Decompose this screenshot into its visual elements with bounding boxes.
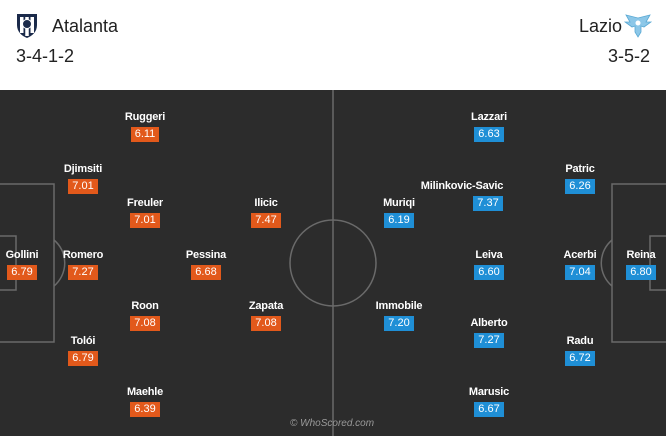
- pitch-markings: [0, 90, 666, 436]
- player-name: Acerbi: [563, 249, 597, 261]
- player-name: Gollini: [5, 249, 39, 261]
- player-name: Ilicic: [254, 197, 278, 209]
- rating-badge: 6.68: [191, 265, 221, 280]
- player-away-marusic[interactable]: Marusic 6.67: [449, 385, 529, 417]
- player-name: Ruggeri: [124, 111, 166, 123]
- rating-badge: 7.47: [251, 213, 281, 228]
- rating-badge: 6.79: [68, 351, 98, 366]
- rating-badge: 7.37: [473, 196, 503, 211]
- rating-badge: 6.79: [7, 265, 37, 280]
- player-home-roon[interactable]: Roon 7.08: [105, 299, 185, 331]
- player-home-pessina[interactable]: Pessina 6.68: [166, 248, 246, 280]
- rating-badge: 6.80: [626, 265, 656, 280]
- home-formation: 3-4-1-2: [16, 46, 75, 66]
- player-name: Leiva: [475, 249, 503, 261]
- atalanta-crest-icon: [17, 14, 37, 38]
- player-away-acerbi[interactable]: Acerbi 7.04: [540, 248, 620, 280]
- rating-badge: 6.72: [565, 351, 595, 366]
- player-home-ruggeri[interactable]: Ruggeri 6.11: [105, 110, 185, 142]
- player-name: Radu: [566, 335, 594, 347]
- rating-badge: 7.01: [68, 179, 98, 194]
- player-name: Romero: [62, 249, 104, 261]
- player-name: Roon: [131, 300, 159, 312]
- player-away-leiva[interactable]: Leiva 6.60: [449, 248, 529, 280]
- rating-badge: 7.27: [474, 333, 504, 348]
- rating-badge: 7.01: [130, 213, 160, 228]
- rating-badge: 7.08: [130, 316, 160, 331]
- player-name: Alberto: [470, 317, 508, 329]
- rating-badge: 7.20: [384, 316, 414, 331]
- lazio-eagle-crest-icon: [624, 14, 652, 38]
- rating-badge: 6.26: [565, 179, 595, 194]
- player-name: Lazzari: [471, 111, 507, 123]
- player-name: Freuler: [127, 197, 163, 209]
- player-name: Immobile: [375, 300, 423, 312]
- player-away-reina[interactable]: Reina 6.80: [601, 248, 666, 280]
- player-away-immobile[interactable]: Immobile 7.20: [359, 299, 439, 331]
- player-name: Pessina: [185, 249, 227, 261]
- player-name: Zapata: [248, 300, 284, 312]
- pitch: [0, 90, 666, 436]
- home-team-name[interactable]: Atalanta: [52, 16, 119, 36]
- player-name: Tolói: [70, 335, 96, 347]
- player-home-freuler[interactable]: Freuler 7.01: [105, 196, 185, 228]
- rating-badge: 7.27: [68, 265, 98, 280]
- player-home-toloi[interactable]: Tolói 6.79: [43, 334, 123, 366]
- rating-badge: 6.63: [474, 127, 504, 142]
- player-home-djimsiti[interactable]: Djimsiti 7.01: [43, 162, 123, 194]
- rating-badge: 6.19: [384, 213, 414, 228]
- player-name: Marusic: [468, 386, 510, 398]
- player-home-zapata[interactable]: Zapata 7.08: [226, 299, 306, 331]
- player-name: Reina: [626, 249, 656, 261]
- player-away-patric[interactable]: Patric 6.26: [540, 162, 620, 194]
- player-name: Maehle: [126, 386, 164, 398]
- match-header: Atalanta 3-4-1-2 Lazio 3-5-2: [0, 0, 666, 90]
- rating-badge: 6.39: [130, 402, 160, 417]
- rating-badge: 6.67: [474, 402, 504, 417]
- away-formation: 3-5-2: [607, 46, 650, 66]
- rating-badge: 7.04: [565, 265, 595, 280]
- player-home-gollini[interactable]: Gollini 6.79: [0, 248, 62, 280]
- whoscored-watermark: © WhoScored.com: [290, 418, 375, 429]
- player-name: Djimsiti: [63, 163, 103, 175]
- player-name: Muriqi: [383, 197, 415, 209]
- player-home-romero[interactable]: Romero 7.27: [43, 248, 123, 280]
- away-team-name[interactable]: Lazio: [578, 16, 622, 36]
- player-away-alberto[interactable]: Alberto 7.27: [449, 316, 529, 348]
- rating-badge: 6.60: [474, 265, 504, 280]
- rating-badge: 7.08: [251, 316, 281, 331]
- player-name: Milinkovic-Savic: [420, 180, 504, 192]
- player-home-maehle[interactable]: Maehle 6.39: [105, 385, 185, 417]
- player-away-radu[interactable]: Radu 6.72: [540, 334, 620, 366]
- player-away-milinkovic-savic[interactable]: Milinkovic-Savic 7.37: [402, 179, 522, 211]
- player-name: Patric: [565, 163, 595, 175]
- rating-badge: 6.11: [130, 127, 160, 142]
- player-home-ilicic[interactable]: Ilicic 7.47: [226, 196, 306, 228]
- player-away-muriqi[interactable]: Muriqi 6.19: [359, 196, 439, 228]
- player-away-lazzari[interactable]: Lazzari 6.63: [449, 110, 529, 142]
